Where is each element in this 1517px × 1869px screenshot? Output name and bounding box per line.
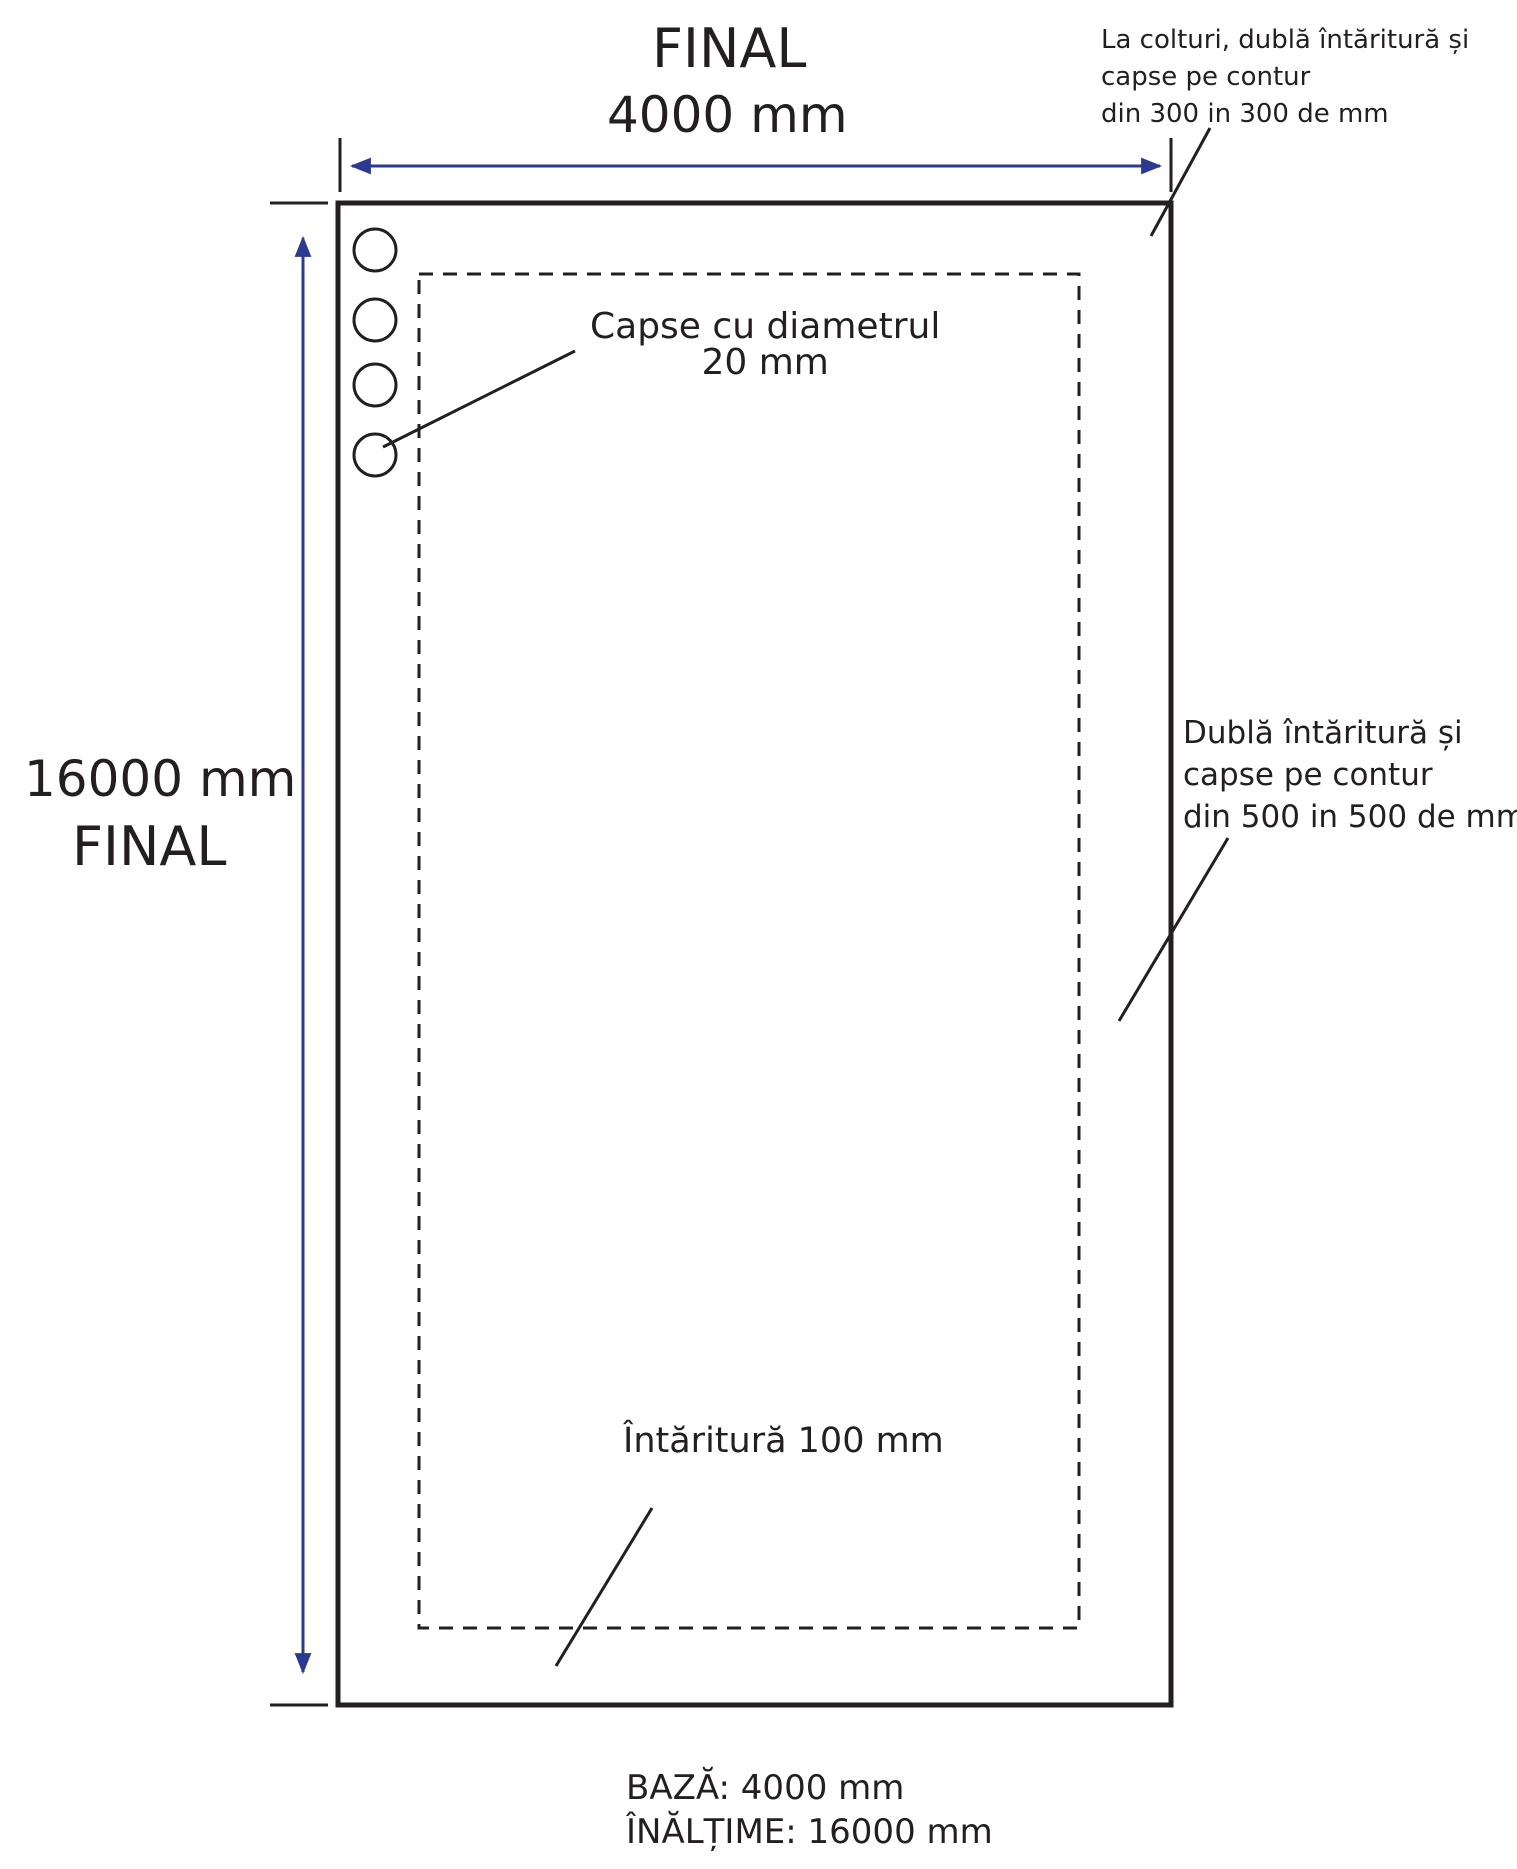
edge-reinforcement-note: Dublă întăritură și capse pe contur din …	[1183, 712, 1517, 838]
corner-note-line: din 300 in 300 de mm	[1101, 99, 1389, 129]
corner-leader-line	[1149, 127, 1212, 237]
height-final-label: FINAL	[72, 815, 227, 878]
reinforcement-width-note: Întăritură 100 mm	[623, 1421, 944, 1461]
eyelet-note-line: 20 mm	[701, 342, 829, 383]
eyelet	[352, 432, 398, 478]
corner-reinforcement-note: La colturi, dublă întăritură și capse pe…	[1101, 22, 1469, 133]
edge-note-line: Dublă întăritură și	[1183, 715, 1463, 751]
eyelet	[352, 362, 398, 408]
edge-note-line: capse pe contur	[1183, 757, 1433, 793]
eyelet	[352, 227, 398, 273]
width-final-label: FINAL	[652, 17, 807, 80]
eyelet	[352, 297, 398, 343]
width-value-label: 4000 mm	[607, 86, 848, 144]
eyelet-diameter-note: Capse cu diametrul 20 mm	[590, 309, 940, 381]
corner-note-line: capse pe contur	[1101, 62, 1311, 92]
summary-height: ÎNĂLȚIME: 16000 mm	[626, 1812, 993, 1852]
dimension-summary: BAZĂ: 4000 mm ÎNĂLȚIME: 16000 mm	[626, 1766, 993, 1854]
edge-leader-line	[1117, 837, 1230, 1022]
corner-note-line: La colturi, dublă întăritură și	[1101, 25, 1470, 55]
eyelet-leader-line	[382, 349, 576, 449]
edge-note-line: din 500 in 500 de mm	[1183, 799, 1517, 835]
summary-base: BAZĂ: 4000 mm	[626, 1768, 905, 1808]
reinforcement-leader-line	[554, 1507, 654, 1667]
height-value-label: 16000 mm	[24, 750, 297, 808]
eyelet-note-line: Capse cu diametrul	[590, 306, 941, 347]
banner-outline	[335, 200, 1174, 1708]
